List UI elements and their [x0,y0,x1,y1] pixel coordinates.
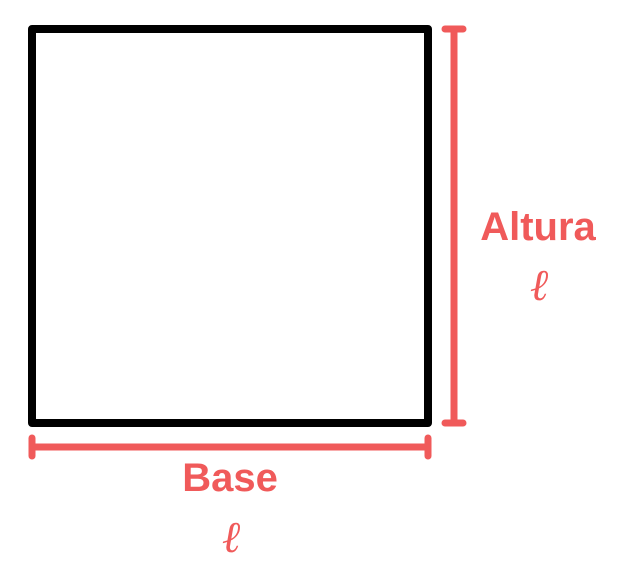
height-symbol: ℓ [530,260,549,311]
height-dimension-line [441,25,467,427]
base-dimension-line [28,434,432,460]
height-label: Altura [480,205,596,249]
square-shape [28,25,432,427]
base-label: Base [182,456,278,500]
base-symbol: ℓ [222,512,241,563]
